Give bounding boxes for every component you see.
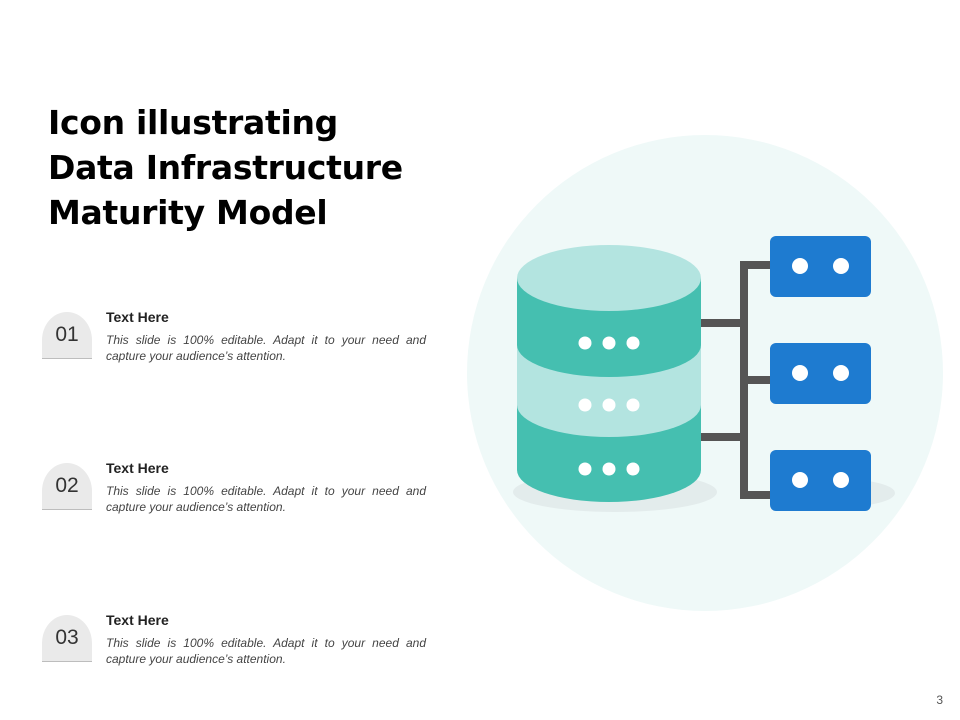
server-box — [770, 343, 871, 404]
server-dot — [792, 365, 808, 381]
indicator-dot — [626, 462, 640, 476]
indicator-dot — [602, 336, 616, 350]
indicator-dot — [602, 398, 616, 412]
server-box — [770, 450, 871, 511]
page-number: 3 — [936, 693, 943, 707]
database-cylinder-icon — [513, 245, 717, 512]
server-node-icon — [770, 450, 871, 511]
server-dot — [833, 258, 849, 274]
database-network-icon — [467, 135, 943, 611]
list-item-1: 01 Text Here This slide is 100% editable… — [0, 308, 460, 388]
list-item-2: 02 Text Here This slide is 100% editable… — [0, 459, 460, 539]
item-description: This slide is 100% editable. Adapt it to… — [106, 484, 426, 514]
server-dot — [792, 258, 808, 274]
item-title: Text Here — [106, 309, 169, 325]
indicator-dot — [602, 462, 616, 476]
indicator-dot — [578, 336, 592, 350]
server-node-icon — [770, 236, 871, 297]
server-node-icon — [770, 343, 871, 404]
server-dot — [833, 365, 849, 381]
item-number-badge: 03 — [42, 615, 92, 662]
item-number-badge: 01 — [42, 312, 92, 359]
item-description: This slide is 100% editable. Adapt it to… — [106, 636, 426, 666]
server-dot — [792, 472, 808, 488]
network-connector — [701, 261, 772, 499]
title-line-3: Maturity Model — [48, 193, 328, 232]
slide-title: Icon illustrating Data Infrastructure Ma… — [48, 100, 468, 235]
indicator-dot — [578, 398, 592, 412]
indicator-dot — [626, 336, 640, 350]
item-number-badge: 02 — [42, 463, 92, 510]
title-line-2: Data Infrastructure — [48, 148, 403, 187]
database-top-cap — [517, 245, 701, 311]
item-description: This slide is 100% editable. Adapt it to… — [106, 333, 426, 363]
indicator-dot — [578, 462, 592, 476]
server-box — [770, 236, 871, 297]
server-dot — [833, 472, 849, 488]
item-title: Text Here — [106, 460, 169, 476]
item-title: Text Here — [106, 612, 169, 628]
indicator-dot — [626, 398, 640, 412]
list-item-3: 03 Text Here This slide is 100% editable… — [0, 611, 460, 691]
title-line-1: Icon illustrating — [48, 103, 338, 142]
